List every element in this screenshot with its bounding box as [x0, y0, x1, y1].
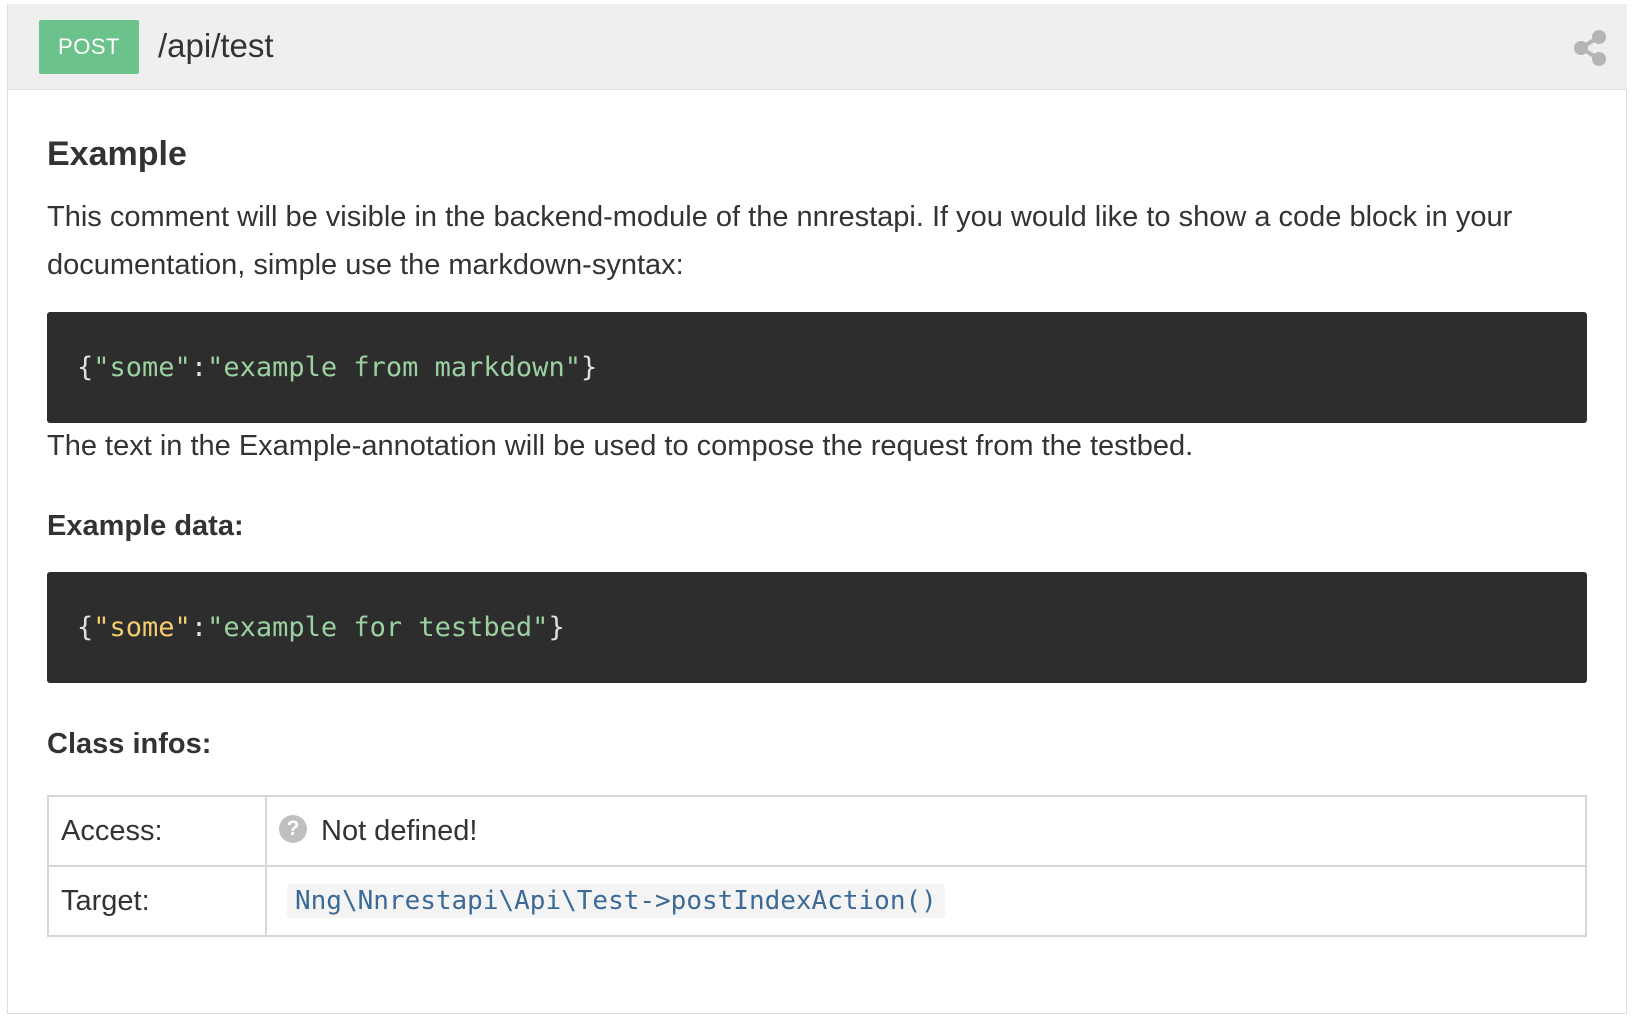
code-colon: : — [190, 612, 208, 643]
code-key: "some" — [93, 612, 191, 643]
code-brace-open: { — [77, 352, 94, 383]
access-value: Not defined! — [321, 814, 478, 847]
target-value: Nng\Nnrestapi\Api\Test->postIndexAction(… — [287, 884, 945, 918]
code-brace-open: { — [77, 612, 94, 643]
after-text: The text in the Example-annotation will … — [47, 430, 1194, 462]
code-colon: : — [190, 352, 208, 383]
code-brace-close: } — [548, 612, 565, 643]
method-badge: POST — [39, 20, 139, 74]
target-cell: Nng\Nnrestapi\Api\Test->postIndexAction(… — [265, 865, 1587, 937]
endpoint-path: /api/test — [158, 27, 274, 64]
example-data-heading: Example data: — [47, 510, 244, 542]
code-brace-close: } — [580, 352, 598, 383]
target-label: Target: — [47, 865, 267, 937]
endpoint-panel: POST /api/test Example This comment will… — [7, 4, 1627, 1014]
section-heading: Example — [47, 135, 187, 173]
class-infos-heading: Class infos: — [47, 728, 212, 760]
code-key: "some" — [93, 352, 191, 383]
share-icon[interactable] — [1573, 30, 1607, 66]
table-row: Target: Nng\Nnrestapi\Api\Test->postInde… — [47, 865, 1587, 937]
access-label: Access: — [47, 795, 267, 867]
markdown-code-block: {"some":"example from markdown"} — [47, 312, 1587, 423]
access-cell: ? Not defined! — [265, 795, 1587, 867]
intro-text: This comment will be visible in the back… — [47, 201, 1513, 281]
code-value: "example from markdown" — [207, 352, 581, 383]
table-row: Access: ? Not defined! — [47, 795, 1587, 867]
endpoint-header[interactable]: POST /api/test — [8, 4, 1627, 90]
example-data-code-block: {"some":"example for testbed"} — [47, 572, 1587, 683]
question-circle-icon: ? — [279, 815, 307, 844]
code-value: "example for testbed" — [207, 612, 549, 643]
class-infos-table: Access: ? Not defined! Target: Nng\Nnrest… — [47, 795, 1587, 937]
